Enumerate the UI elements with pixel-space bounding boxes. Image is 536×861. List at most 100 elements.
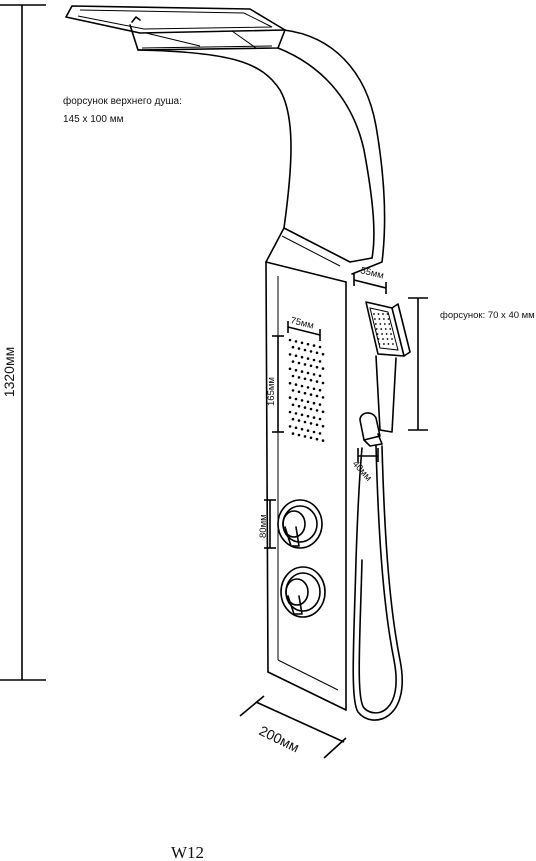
jet-hole <box>309 407 313 411</box>
jet-hole <box>306 371 310 375</box>
jet-hole <box>309 422 313 425</box>
jet-hole <box>291 403 295 407</box>
jet-hole <box>300 413 304 417</box>
jet-hole <box>312 373 316 376</box>
jet-hole <box>300 341 304 345</box>
hand-jet-hole <box>387 318 390 320</box>
jet-hole <box>309 364 313 368</box>
jet-hole <box>312 430 316 434</box>
jet-hole <box>312 344 316 347</box>
jet-hole <box>291 345 295 349</box>
jet-hole <box>300 355 304 359</box>
jet-hole <box>288 381 292 385</box>
jet-hole <box>306 414 310 418</box>
jet-hole <box>315 365 319 369</box>
height-dimension: 1320мм <box>0 4 46 681</box>
thermostat-knob-upper <box>277 499 323 549</box>
hand-jet-hole <box>391 338 393 340</box>
jet-hole <box>294 383 298 386</box>
jet-hole <box>306 386 310 389</box>
hand-jet-hole <box>383 318 385 320</box>
jet-hole <box>321 367 325 370</box>
jet-hole <box>309 393 313 396</box>
hand-jet-hole <box>383 343 385 345</box>
jet-hole <box>318 345 322 349</box>
jet-hole <box>294 354 298 358</box>
hand-jet-hole <box>386 313 389 315</box>
jet-hole <box>294 340 298 343</box>
jet-hole <box>288 425 292 428</box>
jet-hole <box>306 357 310 360</box>
hand-jet-hole <box>378 343 381 345</box>
jet-hole <box>312 416 316 419</box>
hand-jet-hole <box>382 313 384 315</box>
hand-jet-hole <box>386 338 389 340</box>
hand-jet-hole <box>384 328 387 330</box>
top-nozzle-label-line2: 145 x 100 мм <box>63 114 124 125</box>
hand-jet-hole <box>388 323 391 325</box>
jet-hole <box>312 387 316 391</box>
jet-hole <box>321 352 325 356</box>
jet-hole <box>294 426 298 430</box>
hand-nozzle-dimension: форсунок: 70 x 40 мм <box>408 297 535 431</box>
jet-hole <box>321 381 325 385</box>
height-label: 1320мм <box>1 347 17 397</box>
jet-hole <box>315 423 319 427</box>
jet-hole <box>303 348 307 352</box>
dim-75-label: 75мм <box>289 315 315 331</box>
top-nozzle-label-line1: форсунок верхнего душа: <box>63 95 182 107</box>
jet-hole <box>297 390 301 394</box>
jet-hole <box>288 396 292 399</box>
jet-hole <box>318 388 322 392</box>
jet-hole <box>300 399 304 402</box>
jet-hole <box>288 410 292 414</box>
jet-hole <box>318 360 322 363</box>
hand-jet-hole <box>378 318 381 320</box>
hand-jet-hole <box>375 328 378 330</box>
body-jet-grid <box>288 338 325 442</box>
jet-hole <box>315 394 319 398</box>
jet-hole <box>288 353 292 356</box>
dim-165-label: 165мм <box>266 377 277 406</box>
jet-hole <box>312 401 316 405</box>
jet-hole <box>321 439 325 442</box>
jet-hole <box>303 435 307 438</box>
jet-hole <box>300 370 304 373</box>
jet-hole <box>291 374 295 378</box>
hand-jet-hole <box>392 343 394 345</box>
jet-hole <box>318 403 322 406</box>
width-label: 200мм <box>257 722 302 755</box>
jet-hole <box>297 376 301 379</box>
dim-55-label: 55мм <box>359 265 385 281</box>
hand-jet-hole <box>387 343 390 345</box>
jet-hole <box>303 363 307 366</box>
hand-jet-hole <box>382 338 384 340</box>
hand-shower-pattern <box>373 313 394 345</box>
jet-hole <box>315 351 319 355</box>
width-dimension: 200мм <box>239 695 347 759</box>
hand-jet-hole <box>379 323 382 325</box>
jet-hole <box>291 389 295 392</box>
dim-165: 165мм <box>266 335 284 433</box>
jet-hole <box>300 384 304 388</box>
jet-hole <box>297 361 301 365</box>
dim-75: 75мм <box>287 315 321 341</box>
jet-hole <box>291 360 295 363</box>
jet-hole <box>303 377 307 381</box>
panel-body <box>137 29 386 711</box>
jet-hole <box>309 436 313 440</box>
jet-hole <box>318 417 322 421</box>
hand-jet-hole <box>390 333 392 335</box>
jet-hole <box>297 347 301 350</box>
jet-hole <box>291 432 295 435</box>
hand-jet-hole <box>380 328 383 330</box>
dim-80: 80мм <box>258 499 276 549</box>
jet-hole <box>309 378 313 382</box>
hand-shower <box>359 301 411 447</box>
jet-hole <box>318 432 322 435</box>
jet-hole <box>303 420 307 424</box>
jet-hole <box>288 338 292 342</box>
jet-hole <box>321 396 325 399</box>
jet-hole <box>321 410 325 414</box>
